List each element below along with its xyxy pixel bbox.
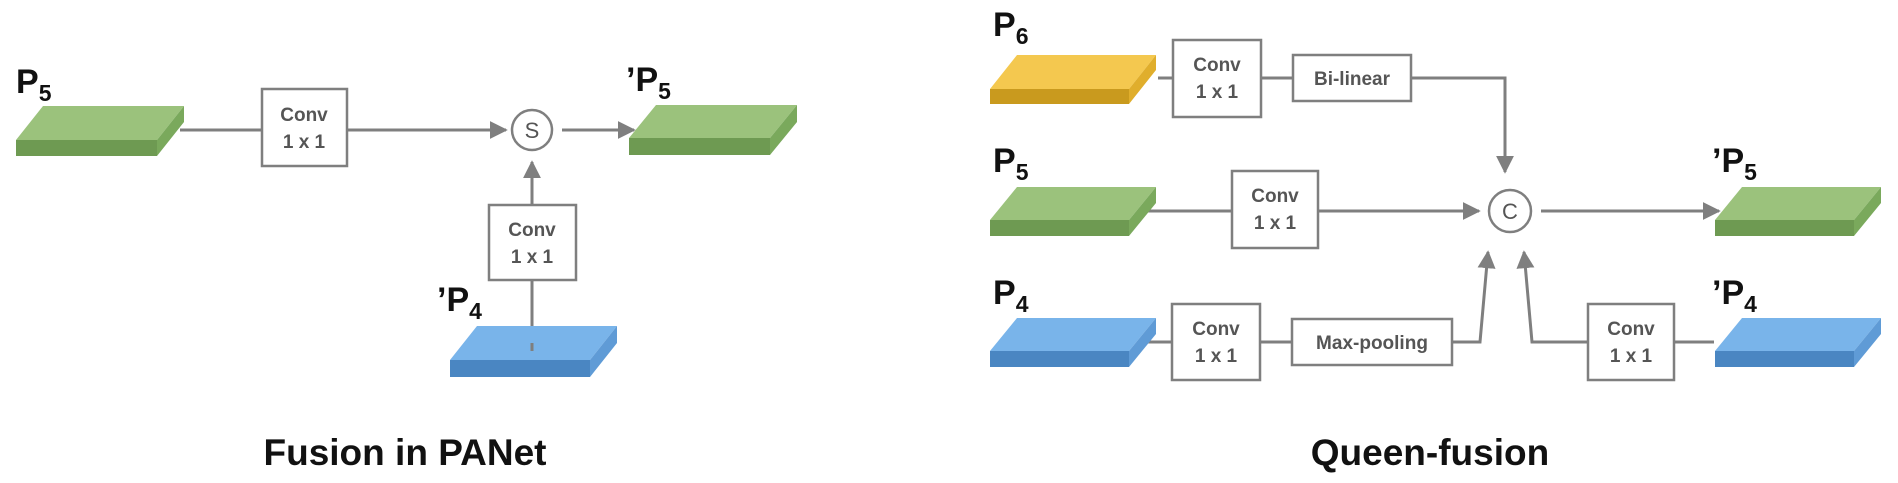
- p5-output-feature-map: [1715, 187, 1881, 236]
- feature-front: [450, 360, 590, 377]
- feature-top: [16, 106, 184, 140]
- conv-size-label: 1 x 1: [1254, 213, 1297, 234]
- maxpool-to-concat-arrow: [1452, 250, 1496, 344]
- feature-top: [990, 318, 1156, 351]
- label-main: P: [635, 61, 658, 99]
- feature-top: [629, 105, 797, 138]
- label-main: P: [993, 274, 1016, 312]
- p4prime-conv-to-concat-arrow: [1516, 250, 1588, 344]
- label-sub: 4: [1744, 291, 1757, 317]
- feature-side: [590, 326, 617, 377]
- feature-side: [1129, 318, 1156, 367]
- p4-prime-label: ’P4: [1712, 274, 1757, 317]
- p5-feature-map: [990, 187, 1156, 236]
- panet-panel: Conv 1 x 1 S Conv 1 x 1 P5: [16, 61, 797, 473]
- conv-label: Conv: [280, 105, 328, 126]
- p4-prime-label: ’P4: [437, 281, 482, 324]
- conv-box-vertical: Conv 1 x 1: [487, 203, 578, 282]
- conv-size-label: 1 x 1: [1195, 346, 1238, 367]
- conv-size-label: 1 x 1: [511, 247, 554, 268]
- queen-fusion-caption: Queen-fusion: [1311, 432, 1549, 473]
- p5-label: P5: [993, 142, 1029, 185]
- conv-label: Conv: [1193, 55, 1241, 76]
- label-prime: ’: [1712, 274, 1721, 312]
- feature-side: [157, 106, 184, 156]
- label-prime: ’: [1712, 142, 1721, 180]
- label-sub: 6: [1016, 23, 1029, 49]
- panet-caption: Fusion in PANet: [264, 432, 547, 473]
- feature-side: [1129, 187, 1156, 236]
- feature-top: [1715, 187, 1881, 220]
- p4-feature-map: [990, 318, 1156, 367]
- conv-box-p4: Conv 1 x 1: [1170, 302, 1262, 382]
- p6-label: P6: [993, 6, 1028, 49]
- feature-front: [16, 140, 157, 156]
- feature-side: [1854, 187, 1881, 236]
- feature-top: [990, 187, 1156, 220]
- maxpool-label: Max-pooling: [1316, 333, 1428, 354]
- conv-box-top: Conv 1 x 1: [260, 87, 349, 168]
- sum-node-symbol: S: [525, 118, 540, 143]
- label-main: P: [993, 6, 1016, 44]
- concat-node-symbol: C: [1502, 199, 1518, 224]
- label-main: P: [1721, 274, 1744, 312]
- conv-box-p5: Conv 1 x 1: [1230, 169, 1320, 250]
- conv-label: Conv: [508, 220, 556, 241]
- feature-front: [629, 138, 770, 155]
- label-sub: 4: [469, 298, 482, 324]
- feature-front: [1715, 220, 1854, 236]
- feature-front: [990, 220, 1129, 236]
- label-main: P: [1721, 142, 1744, 180]
- p5-feature-map: [16, 106, 184, 156]
- queen-fusion-panel: Conv 1 x 1 Conv 1 x 1 Conv 1 x 1 Conv 1 …: [990, 6, 1881, 473]
- label-sub: 5: [658, 78, 671, 104]
- p6-feature-map: [990, 55, 1156, 104]
- p5-output-label: ’P5: [626, 61, 671, 104]
- feature-side: [1129, 55, 1156, 104]
- conv-size-label: 1 x 1: [283, 132, 326, 153]
- p4-prime-feature-map: [1715, 318, 1881, 367]
- label-prime: ’: [626, 61, 635, 99]
- conv-box-p6: Conv 1 x 1: [1171, 38, 1263, 119]
- feature-top: [1715, 318, 1881, 351]
- p5-output-label: ’P5: [1712, 142, 1757, 185]
- label-sub: 5: [1744, 159, 1757, 185]
- bilinear-box: Bi-linear: [1291, 53, 1413, 103]
- label-main: P: [16, 63, 39, 101]
- label-sub: 5: [39, 80, 52, 106]
- label-main: P: [446, 281, 469, 319]
- label-sub: 4: [1016, 291, 1029, 317]
- conv-size-label: 1 x 1: [1610, 346, 1653, 367]
- bilinear-label: Bi-linear: [1314, 69, 1391, 90]
- p5-output-feature-map: [629, 105, 797, 155]
- conv-label: Conv: [1192, 319, 1240, 340]
- p4-label: P4: [993, 274, 1029, 317]
- label-prime: ’: [437, 281, 446, 319]
- concat-node: C: [1487, 188, 1533, 234]
- label-sub: 5: [1016, 159, 1029, 185]
- conv-box-p4-prime: Conv 1 x 1: [1586, 302, 1676, 382]
- bilinear-to-concat-arrow: [1411, 76, 1514, 174]
- conv-size-label: 1 x 1: [1196, 82, 1239, 103]
- sum-node: S: [510, 108, 554, 152]
- feature-side: [770, 105, 797, 155]
- p5-label: P5: [16, 63, 52, 106]
- feature-top: [990, 55, 1156, 89]
- feature-front: [1715, 351, 1854, 367]
- maxpool-box: Max-pooling: [1290, 317, 1454, 367]
- label-main: P: [993, 142, 1016, 180]
- feature-front: [990, 351, 1129, 367]
- feature-side: [1854, 318, 1881, 367]
- conv-label: Conv: [1607, 319, 1655, 340]
- feature-front: [990, 89, 1129, 104]
- conv-label: Conv: [1251, 186, 1299, 207]
- p4-prime-feature-map: [450, 326, 617, 377]
